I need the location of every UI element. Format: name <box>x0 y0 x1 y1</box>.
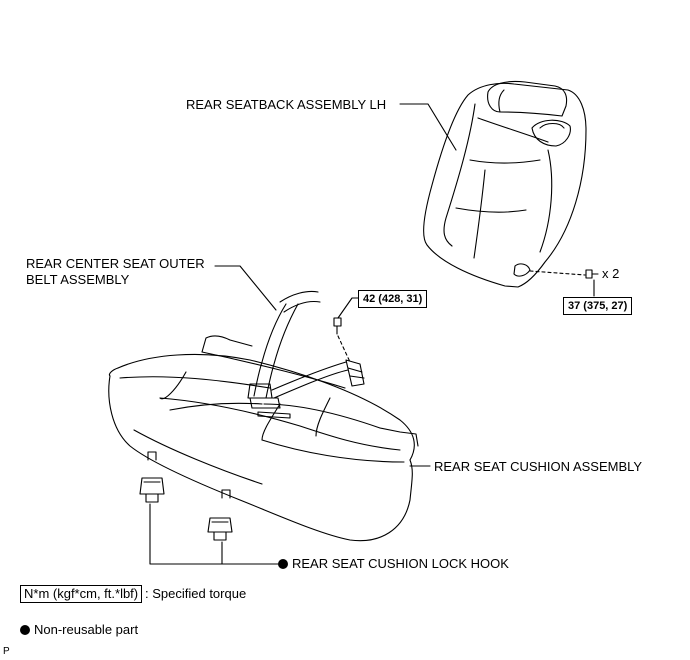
seatback-leader <box>399 103 457 151</box>
belt-torque-box: 42 (428, 31) <box>358 290 428 308</box>
rear-seat-cushion-drawing <box>108 335 419 542</box>
seat-belt-drawing <box>247 290 365 409</box>
belt-bolt-dash <box>337 335 351 363</box>
seatback-bolt-qty: x 2 <box>602 266 620 281</box>
seatback-bolt-dash <box>529 270 586 276</box>
rear-seatback-drawing <box>423 80 587 288</box>
belt-bolt-icon <box>333 317 342 335</box>
belt-label-line2: BELT ASSEMBLY <box>26 272 130 287</box>
cushion-lock-hook-right <box>207 517 233 541</box>
seatback-label: REAR SEATBACK ASSEMBLY LH <box>186 97 387 112</box>
cushion-lock-hook-left <box>139 477 165 503</box>
belt-torque-leader <box>337 297 359 319</box>
belt-label-line1: REAR CENTER SEAT OUTER <box>26 256 205 271</box>
belt-leader <box>214 265 277 311</box>
hook-wire-left <box>147 451 157 461</box>
seatback-torque-box: 37 (375, 27) <box>563 297 633 315</box>
legend-torque-desc: : Specified torque <box>145 586 247 601</box>
nonreusable-marker-icon <box>278 559 288 569</box>
cushion-label: REAR SEAT CUSHION ASSEMBLY <box>434 459 643 474</box>
seatback-bolt-icon <box>585 269 599 279</box>
corner-code: P <box>3 646 10 657</box>
legend-nonreusable: Non-reusable part <box>20 622 138 638</box>
lock-hook-label: REAR SEAT CUSHION LOCK HOOK <box>278 556 509 572</box>
legend-nonreusable-text: Non-reusable part <box>34 622 139 637</box>
hook-wire-right <box>221 489 231 499</box>
lock-hook-label-text: REAR SEAT CUSHION LOCK HOOK <box>292 556 509 571</box>
legend-nonreusable-marker-icon <box>20 625 30 635</box>
legend-torque-unit: N*m (kgf*cm, ft.*lbf) <box>20 585 143 603</box>
lock-hook-bracket <box>149 503 223 565</box>
